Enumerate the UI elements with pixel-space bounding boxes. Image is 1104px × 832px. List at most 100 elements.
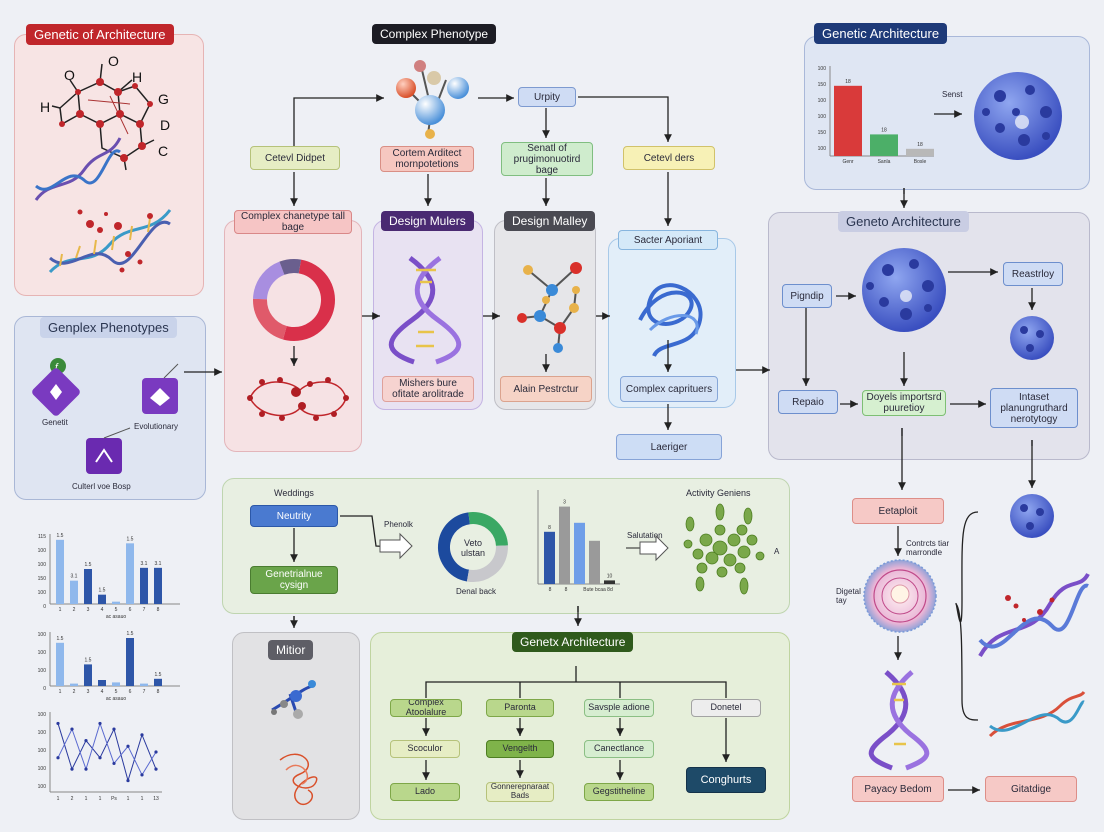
red-particles-right xyxy=(1005,595,1055,622)
bc-l2: Paronta xyxy=(486,699,554,717)
bar-label: 1.5 xyxy=(99,588,106,594)
x-tick: Ps xyxy=(111,796,117,802)
x-tick: 3 xyxy=(87,689,90,695)
bc-b4: Conghurts xyxy=(686,767,766,793)
chart-caption: ac asauo xyxy=(106,696,127,702)
bc-m1: Scoculor xyxy=(390,740,460,758)
bar-label: 1.5 xyxy=(127,536,134,542)
bar-label: 1.5 xyxy=(57,636,64,642)
x-tick: 4 xyxy=(101,607,104,613)
mishers-box: Mishers bure ofitate arolitrade xyxy=(382,376,474,402)
chart-bar xyxy=(112,682,120,686)
chart-bar xyxy=(70,683,78,686)
panel-phenotype-donut xyxy=(224,220,362,452)
line-point xyxy=(112,761,116,766)
x-tick: 4 xyxy=(101,689,104,695)
culterl-label: Culterl voe Bosp xyxy=(72,482,131,491)
panel-mitior xyxy=(232,632,360,820)
virus-small-2 xyxy=(1010,494,1054,538)
chart-bar xyxy=(154,678,162,686)
phenolk-label: Phenolk xyxy=(384,520,413,529)
x-tick: 1 xyxy=(59,689,62,695)
chart-bar xyxy=(56,539,64,604)
gitatdige-box: Gitatdige xyxy=(985,776,1077,802)
repaio-box: Repaio xyxy=(778,390,838,414)
complex-chanetype-box: Complex chanetype tall bage xyxy=(234,210,352,234)
doyels-box: Doyels importsrd puuretioy xyxy=(862,390,946,416)
x-tick: 2 xyxy=(73,607,76,613)
donut-bottom-label: Denal back xyxy=(456,587,497,596)
x-tick: 1 xyxy=(59,607,62,613)
intaset-box: Intaset planungruthard nerotytogy xyxy=(990,388,1078,428)
bc-b1: Lado xyxy=(390,783,460,801)
chart-bar xyxy=(140,683,148,686)
chart-bar xyxy=(98,680,106,686)
neutrity-box: Neutrity xyxy=(250,505,338,527)
left-mid-title: Genplex Phenotypes xyxy=(40,317,177,338)
bc-m3: Canectlance xyxy=(584,740,654,758)
x-tick: 7 xyxy=(143,689,146,695)
x-tick: 1 xyxy=(85,796,88,802)
x-tick: 6 xyxy=(129,689,132,695)
x-tick: 7 xyxy=(143,607,146,613)
chart-bar xyxy=(98,594,106,604)
panel-top-right xyxy=(804,36,1090,190)
x-tick: 1 xyxy=(127,796,130,802)
line-point xyxy=(70,767,74,771)
y-tick: 100 xyxy=(38,548,47,554)
x-tick: 5 xyxy=(115,607,118,613)
right-mid-title: Geneto Architecture xyxy=(838,211,969,232)
line-point xyxy=(154,750,158,754)
line-series xyxy=(57,721,157,776)
sacter-box: Sacter Aporiant xyxy=(618,230,718,250)
mitior-title: Mitior xyxy=(268,640,314,660)
chart-caption: ac asauo xyxy=(106,614,127,620)
pigndip-box: Pigndip xyxy=(782,284,832,308)
cetevl-ders-box: Cetevl ders xyxy=(623,146,715,170)
bar-label: 1.5 xyxy=(155,672,162,678)
y-tick: 100 xyxy=(38,650,47,656)
bc-b2: Gonnerepnaraat Bads xyxy=(486,782,554,802)
bc-l4: Donetel xyxy=(691,699,761,717)
phenotype-spheres xyxy=(396,60,469,139)
cetevl-didpet-box: Cetevl Didpet xyxy=(250,146,340,170)
chart-bar xyxy=(84,569,92,604)
x-tick: 1 xyxy=(141,796,144,802)
genetit-label: Genetit xyxy=(42,418,68,427)
line-point xyxy=(140,733,144,737)
salutation-label: Salutation xyxy=(627,531,663,540)
x-tick: 6 xyxy=(129,607,132,613)
chart-bar xyxy=(70,580,78,604)
y-tick: 100 xyxy=(38,748,47,754)
bar-label: 3.1 xyxy=(141,561,148,567)
x-tick: 2 xyxy=(73,689,76,695)
bar-label: 1.5 xyxy=(57,533,64,539)
panel-top-left xyxy=(14,34,204,296)
line-point xyxy=(84,738,88,743)
urpity-box: Urpity xyxy=(518,87,576,107)
x-tick: 2 xyxy=(71,796,74,802)
senati-box: Senatl of prugimonuotird bage xyxy=(501,142,593,176)
cortem-box: Cortem Arditect mornpotetions xyxy=(380,146,474,172)
chart-bar xyxy=(154,567,162,604)
x-tick: 13 xyxy=(153,796,159,802)
bar-label: 1.5 xyxy=(127,631,134,637)
y-tick: 115 xyxy=(38,534,46,540)
chart-bar xyxy=(140,567,148,604)
bottom-center-title: Genetx Architecture xyxy=(512,632,634,652)
x-tick: 1 xyxy=(99,796,102,802)
line-point xyxy=(98,721,102,726)
donut-center-label: Veto ulstan xyxy=(460,538,486,559)
top-right-legend: Senst xyxy=(942,90,963,99)
y-tick: 100 xyxy=(38,632,47,638)
line-point xyxy=(154,767,158,771)
reastrloy-box: Reastrloy xyxy=(1003,262,1063,286)
y-tick: 150 xyxy=(38,576,47,582)
evolutionary-label: Evolutionary xyxy=(134,422,179,431)
bc-l1: Complex Atoolalure xyxy=(390,699,462,717)
weddings-label: Weddings xyxy=(274,488,314,498)
digetal-label: Digetal tay xyxy=(836,587,861,605)
bc-l3: Savsple adione xyxy=(584,699,654,717)
